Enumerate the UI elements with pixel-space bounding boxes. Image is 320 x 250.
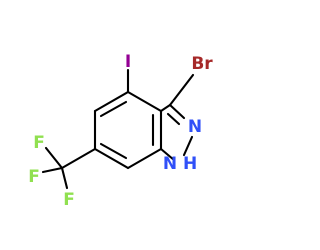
fluorine-bottom-label: F — [63, 190, 75, 210]
bond-c6-cf3 — [60, 147, 97, 170]
bond-c3-n2 — [168, 103, 186, 120]
bonds — [41, 68, 195, 190]
nh-group-label: N H — [163, 154, 197, 174]
bromine-label: Br — [191, 54, 213, 74]
bond-c3a-c4 — [126, 90, 163, 113]
molecule-structure-diagram: I Br N N H F F F — [28, 52, 213, 210]
bond-cf3-f-left — [41, 166, 64, 174]
bond-n2-n1 — [182, 135, 194, 157]
fluorine-left-label: F — [28, 167, 40, 187]
atom-labels: I Br N N H F F F — [28, 52, 213, 210]
bond-cf3-f-bottom — [60, 166, 69, 190]
bond-c7-c7a — [126, 147, 163, 170]
bond-n1-c7a — [159, 147, 176, 162]
ring-nitrogen-label: N — [188, 117, 202, 137]
bond-c6-c7 — [93, 147, 130, 170]
fluorine-top-label: F — [33, 133, 45, 153]
bond-c6-c7-inner — [99, 142, 128, 160]
bond-c3a-c3 — [159, 103, 172, 113]
bond-c3-bromine — [168, 73, 195, 107]
iodine-label: I — [125, 52, 131, 72]
bond-c4-c5 — [93, 90, 130, 113]
bond-c4-c5-inner — [99, 100, 128, 118]
bond-c3-n2-double — [166, 112, 181, 126]
bond-cf3-f-top — [44, 146, 64, 170]
